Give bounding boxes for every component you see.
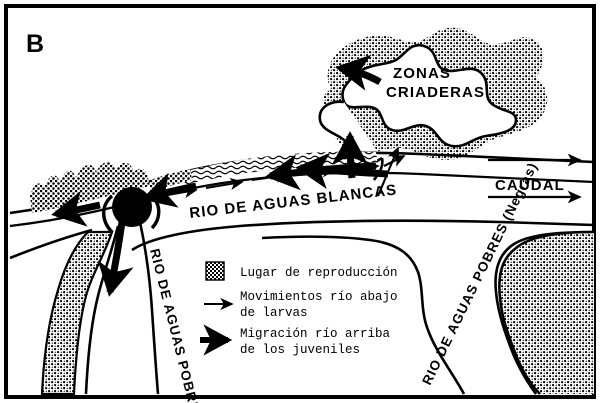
lagoon-outline	[341, 43, 518, 148]
main-river-south-bank	[131, 219, 595, 252]
label-discharge: CAUDAL	[495, 177, 565, 194]
tributary-left-outer-bank	[9, 228, 93, 260]
juvenile-migration-arrows	[51, 54, 389, 297]
legend-label-spawning-site: Lugar de reproducción	[240, 266, 398, 280]
legend-label-juvenile-migration-line1: Migración río arriba	[240, 327, 391, 341]
tributary-right-west-bank	[261, 235, 466, 395]
legend-label-larval-drift-line1: Movimientos río abajo	[240, 290, 398, 304]
legend-label-larval-drift-line2: de larvas	[240, 306, 308, 320]
tributary-right-stipple-edge	[498, 230, 595, 395]
migration-arrow-in-lagoon	[335, 54, 382, 91]
migration-path-around-marker-2	[150, 194, 161, 230]
label-nursery-line2: CRIADERAS	[386, 84, 485, 101]
panel-label: B	[26, 30, 44, 58]
migration-arrow-tributary-left	[97, 221, 134, 297]
tributary-right-channel	[261, 230, 595, 395]
migration-arrow-into-lagoon	[331, 131, 369, 179]
legend: Lugar de reproducción Movimientos río ab…	[200, 261, 398, 357]
migration-arrow-riffle	[265, 154, 377, 191]
migration-path-around-marker	[102, 194, 114, 234]
tributary-left-stipple-bank	[40, 230, 114, 396]
discharge-indicator: CAUDAL	[488, 153, 582, 204]
tributary-left-east-bank	[138, 221, 160, 395]
tributary-right-stipple-bank	[499, 232, 594, 394]
spawning-aggregation-marker	[112, 187, 152, 227]
legend-label-juvenile-migration-line2: de los juveniles	[240, 343, 360, 357]
larval-drift-arrow-2	[205, 177, 244, 190]
legend-swatch-spawning-site	[205, 261, 225, 281]
migration-arrow-upper-left	[51, 190, 101, 227]
tributary-right-east-bank	[494, 230, 595, 395]
label-nursery-line1: ZONAS	[393, 65, 451, 82]
migration-arrow-to-spawning	[141, 172, 197, 208]
